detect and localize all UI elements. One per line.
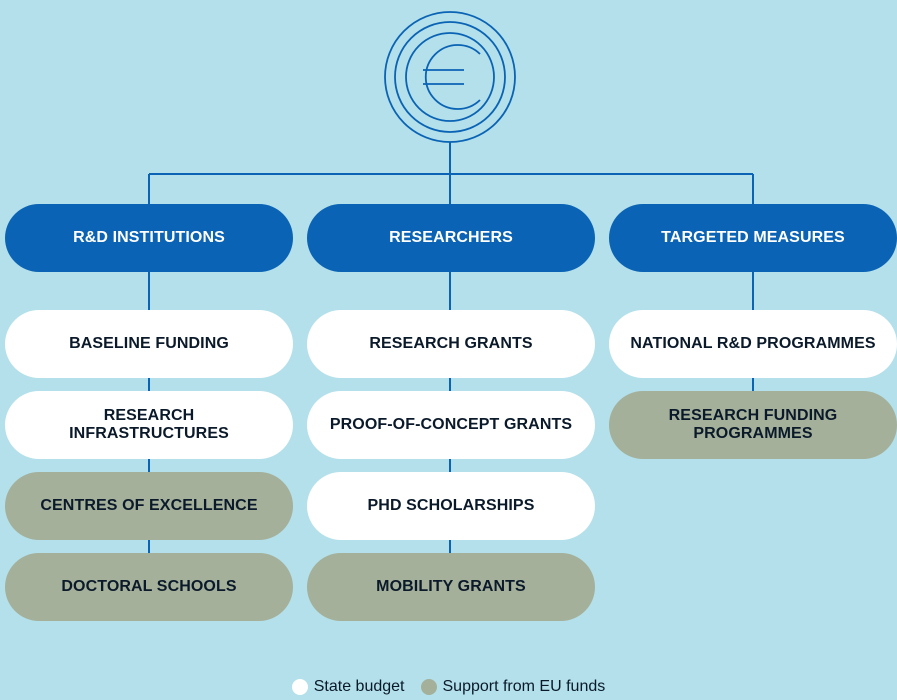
legend-label-eu: Support from EU funds: [442, 678, 606, 695]
legend-item-state: State budget: [291, 678, 405, 696]
box-research-funding-programmes: RESEARCH FUNDING PROGRAMMES: [609, 391, 897, 459]
box-proof-of-concept-grants: PROOF-OF-CONCEPT GRANTS: [307, 391, 595, 459]
header-researchers: RESEARCHERS: [307, 204, 595, 272]
legend: State budget Support from EU funds: [0, 678, 897, 696]
box-research-grants: RESEARCH GRANTS: [307, 310, 595, 378]
box-research-infrastructures: RESEARCH INFRASTRUCTURES: [5, 391, 293, 459]
header-targeted-measures: TARGETED MEASURES: [609, 204, 897, 272]
header-rd-institutions: R&D INSTITUTIONS: [5, 204, 293, 272]
box-baseline-funding: BASELINE FUNDING: [5, 310, 293, 378]
box-phd-scholarships: PHD SCHOLARSHIPS: [307, 472, 595, 540]
eu-funds-swatch: [420, 679, 437, 695]
legend-label-state: State budget: [313, 678, 405, 695]
box-doctoral-schools: DOCTORAL SCHOOLS: [5, 553, 293, 621]
euro-coin-icon: [384, 11, 516, 143]
box-mobility-grants: MOBILITY GRANTS: [307, 553, 595, 621]
box-centres-of-excellence: CENTRES OF EXCELLENCE: [5, 472, 293, 540]
legend-item-eu: Support from EU funds: [420, 678, 606, 696]
state-budget-swatch: [291, 679, 308, 695]
box-national-rd-programmes: NATIONAL R&D PROGRAMMES: [609, 310, 897, 378]
